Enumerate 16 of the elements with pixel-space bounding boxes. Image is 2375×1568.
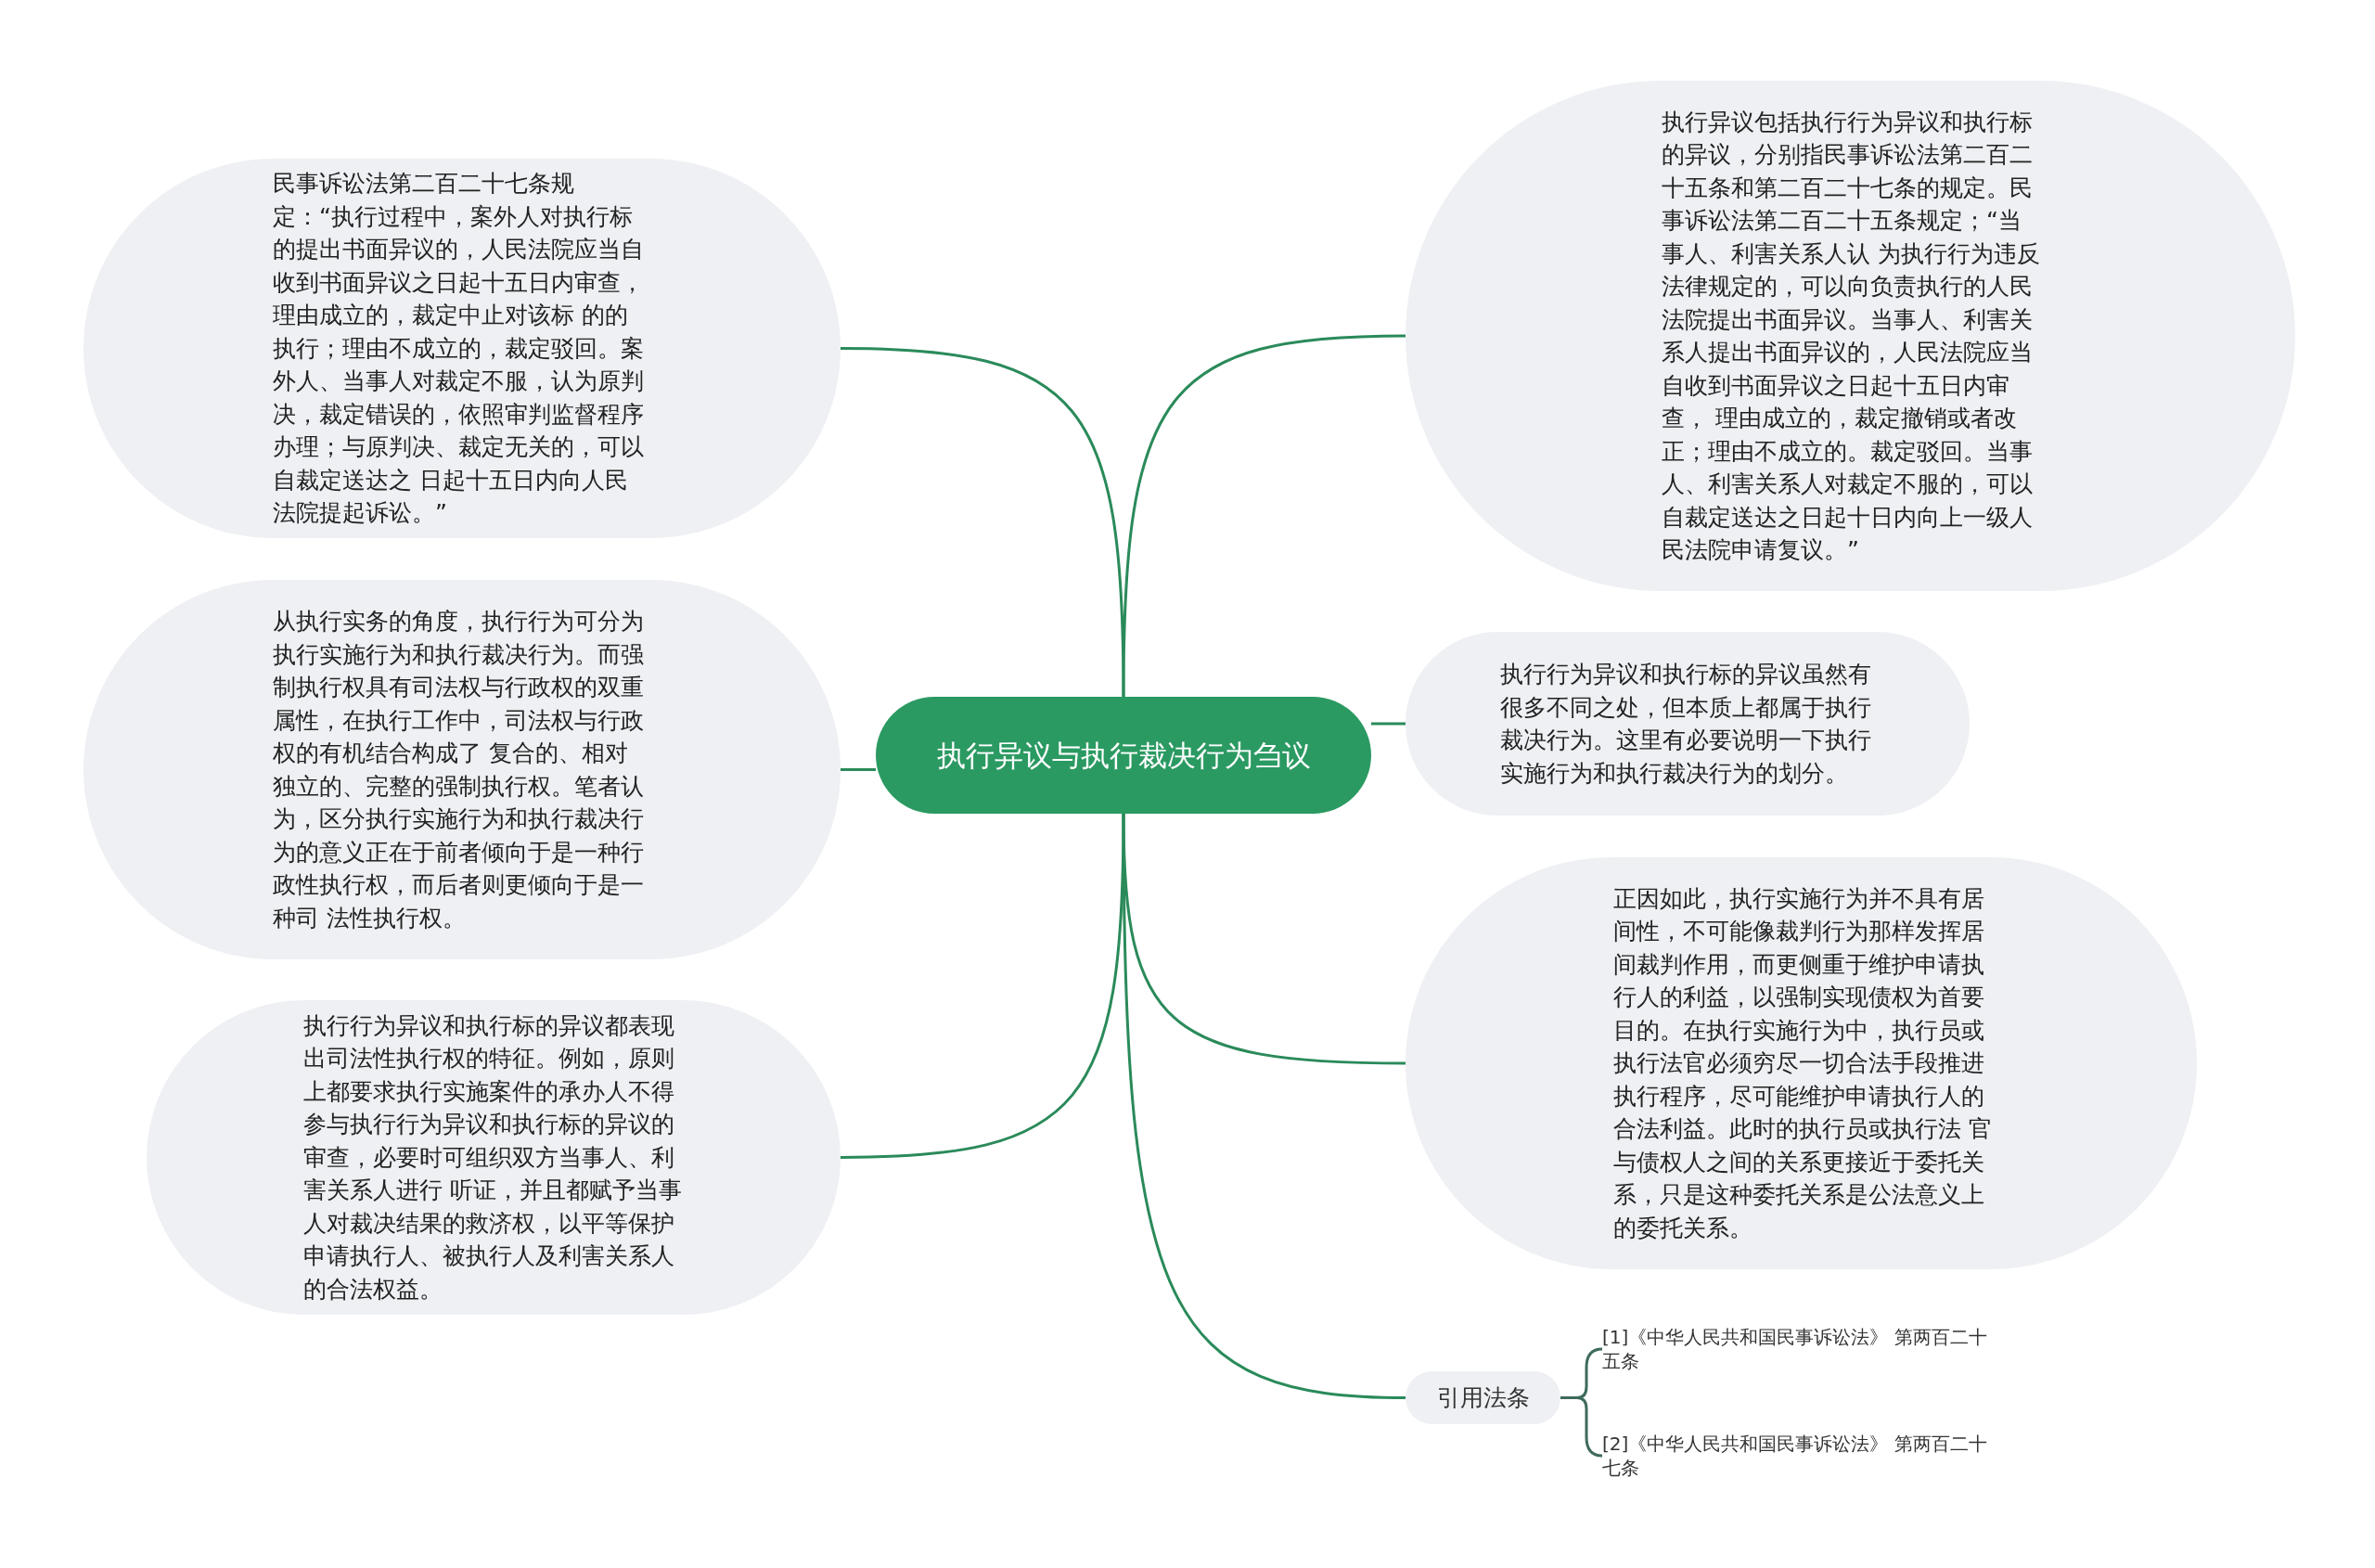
reference-text: [1]《中华人民共和国民事诉讼法》 第两百二十五条 [1602, 1325, 1988, 1373]
topic-title: 执行异议与执行裁决行为刍议 [935, 738, 1312, 774]
connector-line [1122, 814, 1406, 1399]
topic-pill [1406, 1371, 1560, 1424]
topic-text: 正因如此，执行实施行为并不具有居间性，不可能像裁判行为那样发挥居间裁判作用，而更侧重于维护申请执行人的利益，以强制实现债权为首要目的。在执行实施行为中，执行员或执行法官必须穷尽一切合法手段推进执行程序，尽可能维护申请执行人的合法利益。此时的执行员或执行法 官与债权人之间的关系更接近于委托关系，只是这种委托关系是公法意义上的委托关系。 [1613, 883, 1992, 1243]
connector-line [1560, 1396, 1603, 1458]
topic-text: 执行异议包括执行行为异议和执行标的异议，分别指民事诉讼法第二百二十五条和第二百二十七条的规定。民事诉讼法第二百二十五条规定；“当事人、利害关系人认 为执行行为违反法律规定的，可以向负责执行的人民法院提出书面异议。当事人、利害关系人提出书面异议的，人民法院应当自收到书面异议之日起十五日内审查， 理由成立的，裁定撤销或者改正；理由不成立的。裁定驳回。当事人、利害关系人对裁定不服的，可以自裁定送达之日起十日内向上一级人民法院申请复议。” [1662, 107, 2040, 565]
topic-text: 执行行为异议和执行标的异议虽然有很多不同之处，但本质上都属于执行裁决行为。这里有必要说明一下执行实施行为和执行裁决行为的划分。 [1500, 660, 1872, 789]
connector-line [840, 813, 1125, 1159]
topic-text: 民事诉讼法第二百二十七条规定：“执行过程中，案外人对执行标的提出书面异议的，人民法院应当自收到书面异议之日起十五日内审查，理由成立的，裁定中止对该标 的的执行；理由不成立的，裁定驳回。案外人、当事人对裁定不服，认为原判决，裁定错误的，依照审判监督程序办理；与原判决、裁定无关的，可以自裁定送达之 日起十五日内向人民法院提起诉讼。” [273, 169, 645, 529]
connector-line [1122, 334, 1406, 698]
topic-text: 引用法条 [1435, 1383, 1531, 1413]
connector-line [841, 768, 876, 771]
topic-text: 从执行实务的角度，执行行为可分为执行实施行为和执行裁决行为。而强制执行权具有司法权与行政权的双重属性，在执行工作中，司法权与行政权的有机结合构成了 复合的、相对独立的、完整的强制执行权。笔者认为，区分执行实施行为和执行裁决行为的意义正在于前者倾向于是一种行政性执行权，而后者则更倾向于是一种司 法性执行权。 [273, 607, 645, 933]
topic-text: 执行行为异议和执行标的异议都表现出司法性执行权的特征。例如，原则上都要求执行实施案件的承办人不得参与执行行为异议和执行标的异议的审查，必要时可组织双方当事人、利害关系人进行 听证，并且都赋予当事人对裁决结果的救济权，以平等保护申请执行人、被执行人及利害关系人的合法权益。 [303, 1010, 683, 1305]
reference-text: [2]《中华人民共和国民事诉讼法》 第两百二十七条 [1602, 1432, 1988, 1480]
